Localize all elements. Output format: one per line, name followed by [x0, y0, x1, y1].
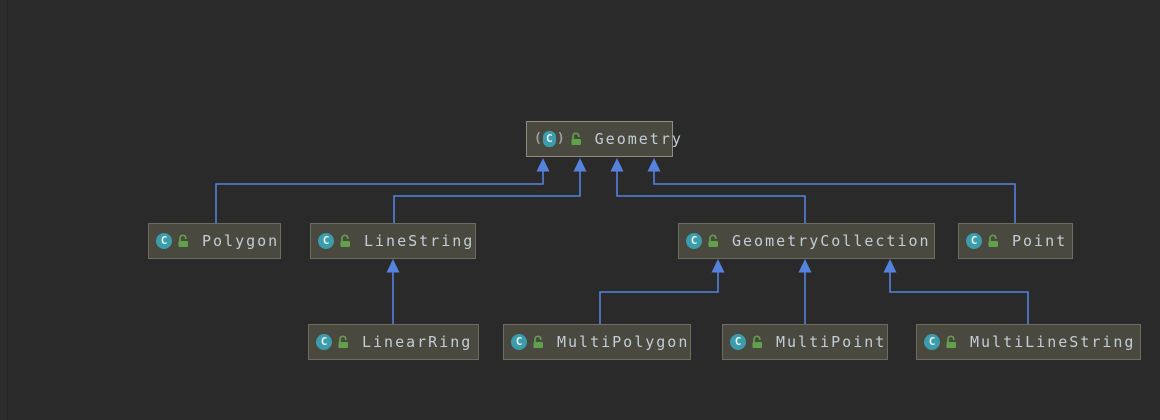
unlocked-icon: [752, 335, 762, 348]
class-name-label: Polygon: [202, 232, 280, 250]
class-icon: C: [730, 334, 746, 350]
class-icon: C: [156, 233, 172, 249]
unlocked-icon: [338, 335, 348, 348]
class-name-label: MultiPoint: [776, 333, 887, 351]
class-node-polygon[interactable]: C Polygon: [148, 223, 281, 259]
unlocked-icon: [340, 234, 350, 247]
class-name-label: GeometryCollection: [732, 232, 931, 250]
class-node-linearring[interactable]: C LinearRing: [308, 324, 479, 360]
arrowhead-point-geometry: [647, 158, 661, 172]
class-icon: C: [966, 233, 982, 249]
edge-point-geometry: [653, 171, 1016, 223]
abstract-class-icon: ( C ): [534, 131, 565, 147]
unlocked-icon: [946, 335, 956, 348]
class-name-label: Point: [1012, 232, 1068, 250]
class-node-geometrycollection[interactable]: C GeometryCollection: [678, 223, 935, 259]
abstract-paren-right: ): [556, 131, 565, 146]
class-icon: C: [924, 334, 940, 350]
arrowhead-multilinestring-geometrycollection: [883, 259, 897, 273]
panel-edge-divider: [0, 0, 8, 420]
unlocked-icon: [571, 132, 581, 145]
unlocked-icon: [178, 234, 188, 247]
class-name-label: MultiLineString: [970, 333, 1136, 351]
class-icon: C: [318, 233, 334, 249]
arrowhead-linestring-geometry: [573, 158, 587, 172]
class-node-point[interactable]: C Point: [958, 223, 1073, 259]
unlocked-icon: [708, 234, 718, 247]
arrowhead-geometrycollection-geometry: [610, 158, 624, 172]
arrowhead-multipolygon-geometrycollection: [711, 259, 725, 273]
edge-multipolygon-geometrycollection: [599, 272, 719, 324]
class-name-label: MultiPolygon: [557, 333, 690, 351]
class-icon: C: [316, 334, 332, 350]
class-letter-icon: C: [542, 131, 556, 147]
class-name-label: LinearRing: [362, 333, 473, 351]
abstract-paren-left: (: [534, 131, 542, 146]
edge-geometrycollection-geometry: [616, 171, 806, 223]
class-node-linestring[interactable]: C LineString: [310, 223, 476, 259]
edge-linestring-geometry: [393, 171, 581, 223]
class-name-label: Geometry: [594, 130, 683, 148]
edge-polygon-geometry: [215, 171, 544, 223]
unlocked-icon: [988, 234, 998, 247]
class-node-multipolygon[interactable]: C MultiPolygon: [503, 324, 691, 360]
class-icon: C: [686, 233, 702, 249]
unlocked-icon: [533, 335, 543, 348]
arrowhead-linearring-linestring: [386, 259, 400, 273]
class-name-label: LineString: [364, 232, 475, 250]
class-node-multipoint[interactable]: C MultiPoint: [722, 324, 888, 360]
edge-multilinestring-geometrycollection: [889, 272, 1029, 324]
class-node-multilinestring[interactable]: C MultiLineString: [916, 324, 1141, 360]
arrowhead-multipoint-geometrycollection: [798, 259, 812, 273]
class-node-geometry[interactable]: ( C ) Geometry: [526, 121, 681, 157]
arrowhead-polygon-geometry: [536, 158, 550, 172]
class-icon: C: [511, 334, 527, 350]
